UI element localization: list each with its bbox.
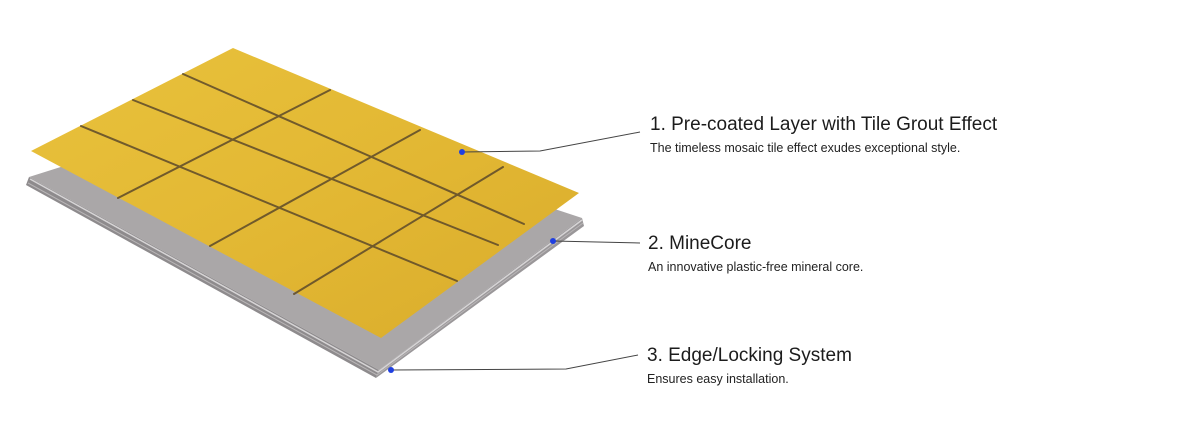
grout-line (293, 166, 504, 295)
callout-description: An innovative plastic-free mineral core. (648, 260, 864, 274)
marker-dot-2 (550, 238, 556, 244)
leader-line-2 (550, 238, 641, 244)
marker-dot-3 (388, 367, 394, 373)
grout-line (209, 129, 421, 247)
callout-pre-coated-layer: 1. Pre-coated Layer with Tile Grout Effe… (650, 114, 997, 156)
callout-minecore: 2. MineCore An innovative plastic-free m… (648, 233, 863, 275)
grout-line (117, 89, 331, 199)
callout-title: 3. Edge/Locking System (647, 345, 852, 366)
grout-line (80, 125, 458, 282)
core-edge-highlight (29, 178, 583, 373)
callout-edge-locking-system: 3. Edge/Locking System Ensures easy inst… (647, 345, 852, 387)
callout-title: 1. Pre-coated Layer with Tile Grout Effe… (650, 114, 998, 135)
leader-line-3 (388, 354, 639, 373)
callout-title: 2. MineCore (648, 233, 752, 254)
leader-line-1 (459, 131, 641, 155)
core-edge-groove (27, 182, 584, 376)
grout-line (132, 99, 499, 246)
tile-layer (31, 48, 579, 338)
callout-description: The timeless mosaic tile effect exudes e… (650, 141, 961, 155)
grout-lines (80, 73, 525, 295)
grout-line (182, 73, 525, 225)
callout-description: Ensures easy installation. (647, 372, 789, 386)
marker-dot-1 (459, 149, 465, 155)
